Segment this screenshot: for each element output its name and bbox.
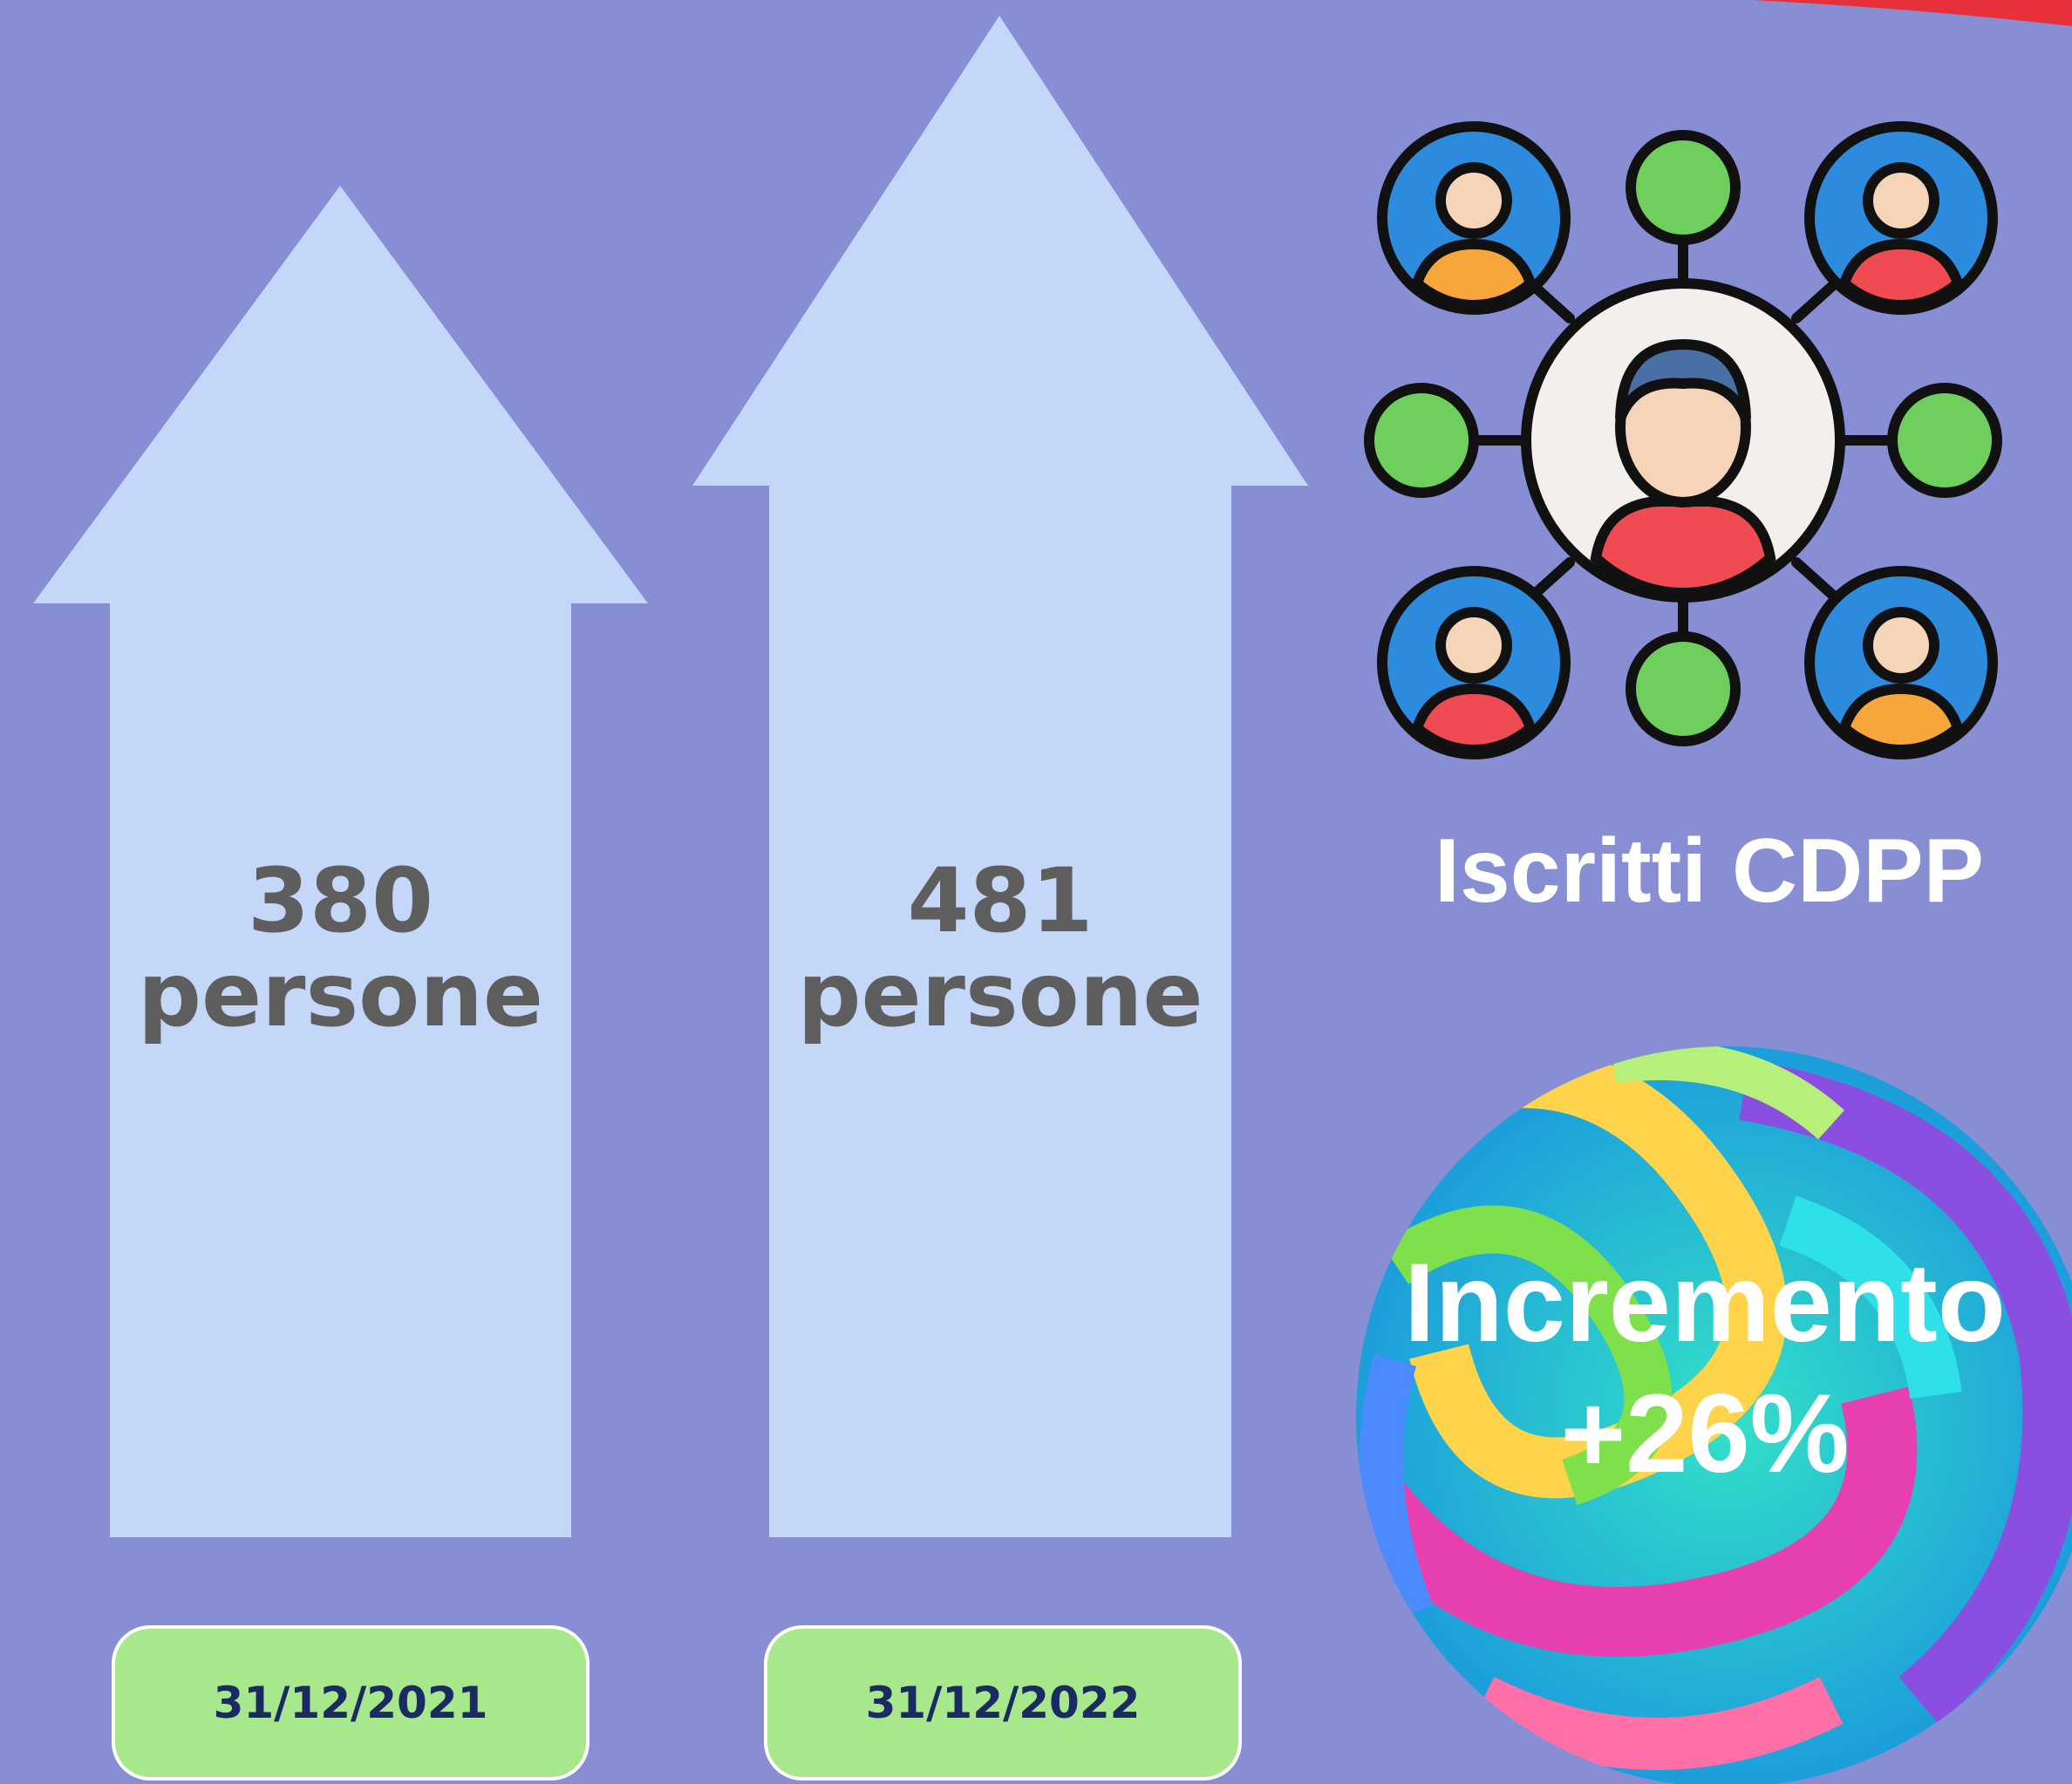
corner-accent [1753,0,2072,26]
arrow-2022-unit: persone [797,943,1203,1047]
arrow-2021-value: 380 [248,849,433,953]
arrow-2021 [33,186,648,1537]
arrow-2022-label: 481 persone [769,855,1231,1043]
arrow-2021-label: 380 persone [110,855,571,1043]
date-2021-pill: 31/12/2021 [112,1625,590,1781]
increment-value: +26% [1560,1372,1850,1496]
arrow-2022-value: 481 [907,849,1094,953]
arrow-2021-unit: persone [137,943,544,1047]
page-title: Iscritti CDPP [1435,821,1984,922]
swirl-circle-image [1356,1046,2072,1784]
increment-title: Incremento [1404,1241,2006,1365]
arrow-2022 [692,16,1308,1537]
date-2022-pill: 31/12/2022 [764,1625,1242,1781]
network-people-icon [1364,121,2002,759]
increment-label: Incremento +26% [1347,1238,2062,1500]
